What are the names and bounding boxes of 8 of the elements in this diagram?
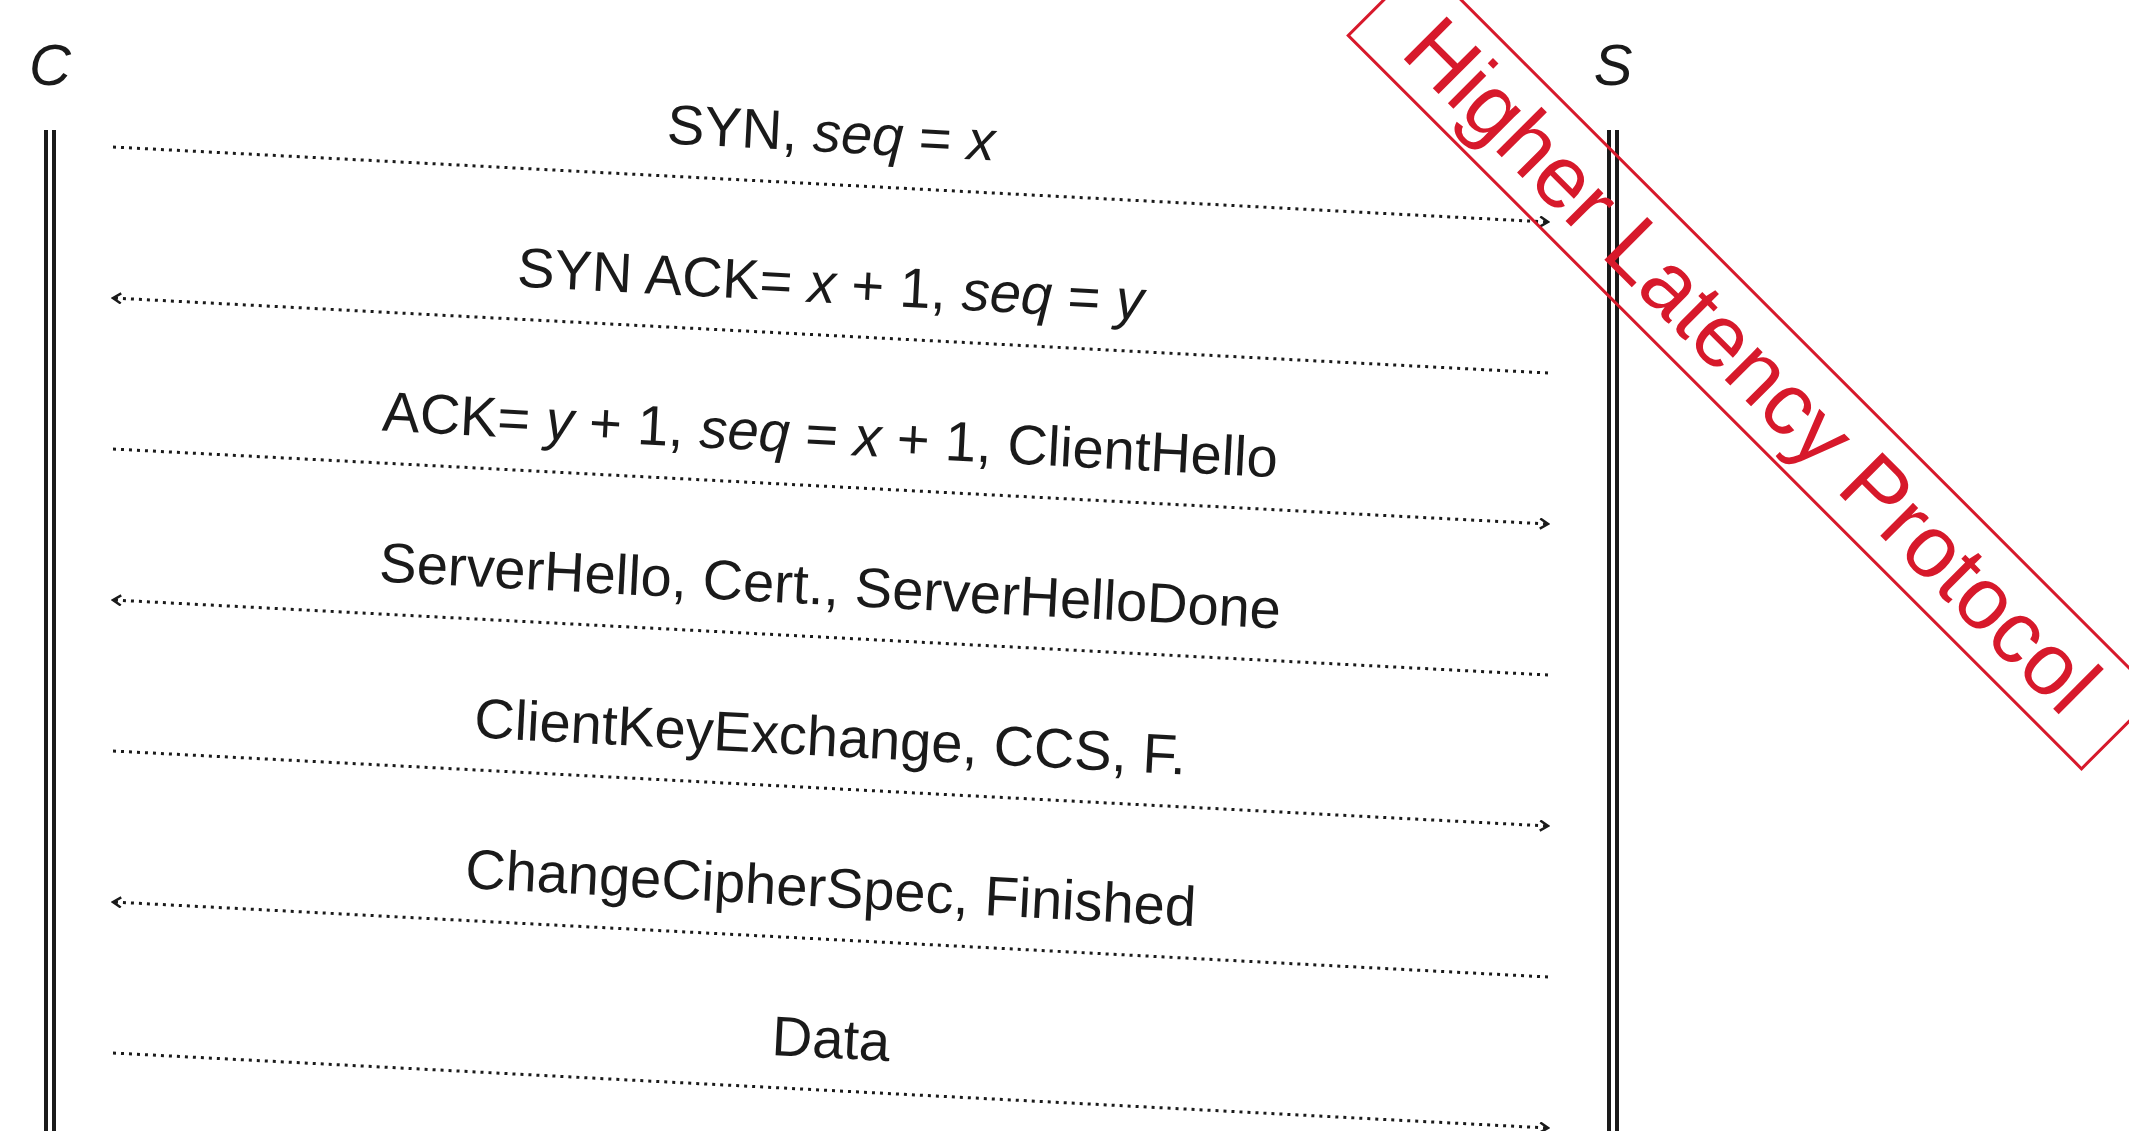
participant-name: C bbox=[28, 31, 72, 99]
message-arrow bbox=[111, 594, 1549, 677]
message-arrow bbox=[112, 1051, 1550, 1131]
message-arrow bbox=[111, 896, 1549, 979]
message-arrow bbox=[112, 145, 1550, 228]
message-arrow bbox=[112, 447, 1550, 530]
message-arrow bbox=[112, 749, 1550, 832]
message-arrow bbox=[111, 292, 1549, 375]
